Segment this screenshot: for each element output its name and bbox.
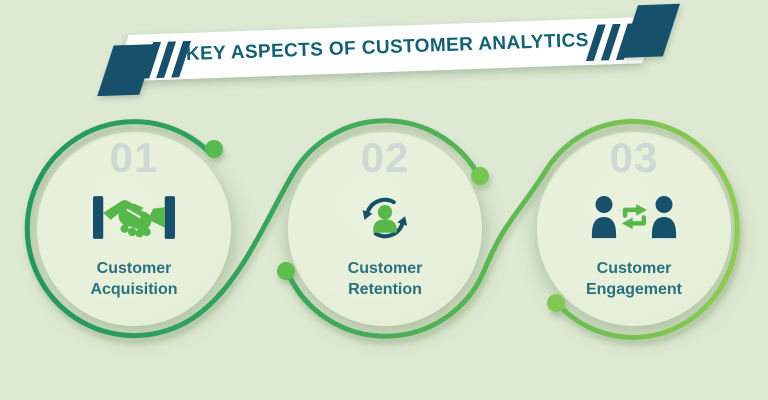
flow-dot-1 bbox=[205, 140, 223, 158]
step-customer-engagement: 03 Customer Engagement bbox=[534, 136, 734, 300]
handshake-icon bbox=[34, 188, 234, 246]
step-number: 01 bbox=[109, 134, 159, 181]
step-customer-retention: 02 Customer Retention bbox=[285, 136, 485, 300]
step-number: 03 bbox=[609, 134, 659, 181]
step-label: Customer Engagement bbox=[585, 260, 682, 298]
step-customer-acquisition: 01 Customer Acquisition bbox=[34, 136, 234, 300]
people-exchange-icon bbox=[534, 188, 734, 246]
flow-dot-4 bbox=[547, 294, 565, 312]
section-disc-3 bbox=[537, 132, 731, 326]
step-label: Customer Retention bbox=[347, 260, 423, 298]
step-number: 02 bbox=[360, 134, 410, 181]
step-label: Customer Acquisition bbox=[90, 260, 178, 298]
person-refresh-icon bbox=[285, 188, 485, 246]
flow-path bbox=[24, 118, 740, 340]
flow-dot-2 bbox=[471, 167, 489, 185]
flow-dot-3 bbox=[277, 262, 295, 280]
